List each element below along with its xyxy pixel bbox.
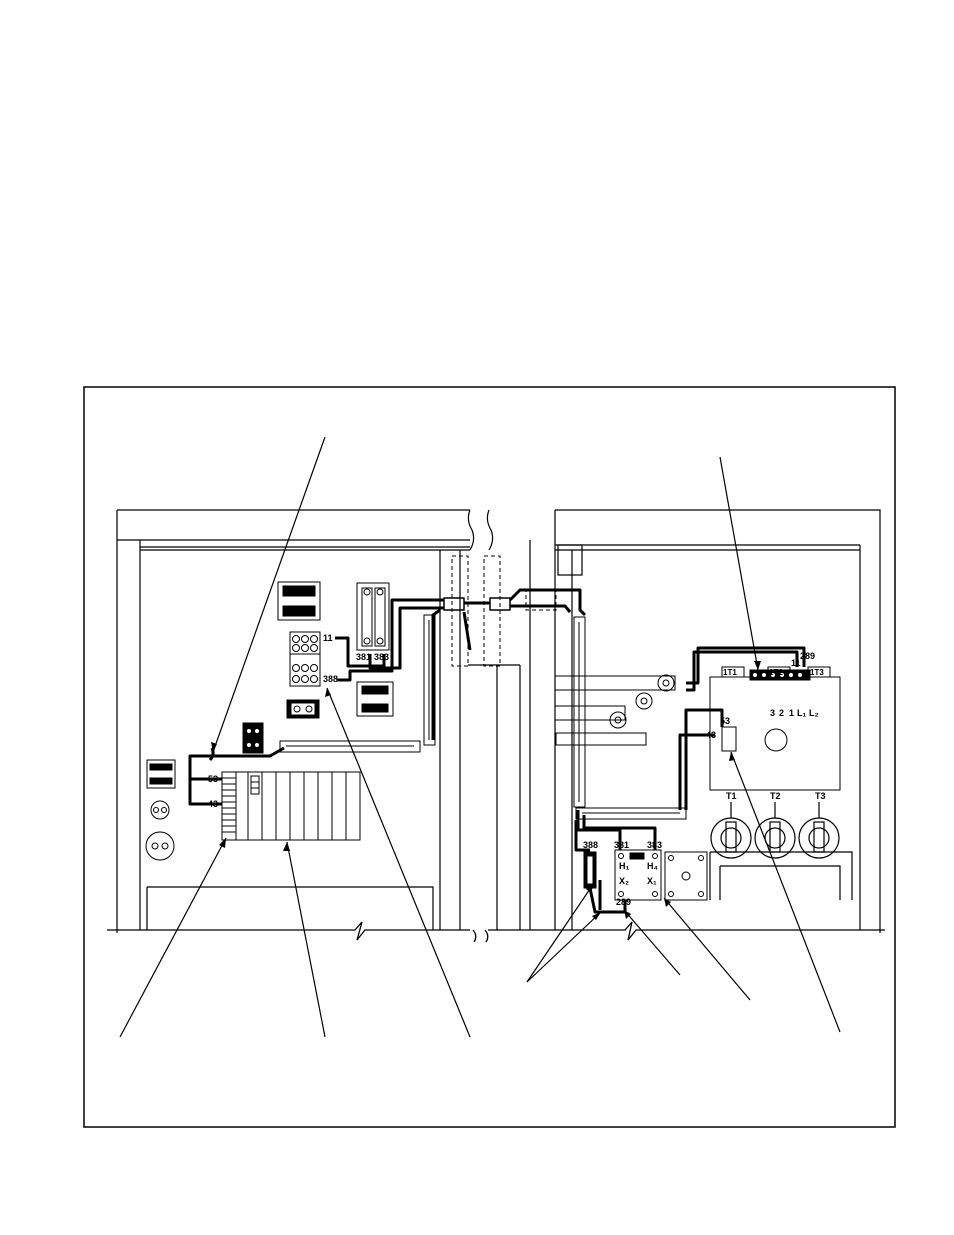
terminal-board-left: [290, 632, 320, 686]
main-transformer: [710, 667, 840, 790]
terminal-row-3: 3: [770, 708, 775, 718]
terminal-label-388-left: 388: [323, 674, 338, 684]
tab-1T3: 1T3: [810, 668, 824, 677]
terminal-row-2: 2: [779, 708, 784, 718]
tab-1T1: 1T1: [723, 668, 737, 677]
terminal-label-289-top: 289: [800, 651, 815, 661]
control-transformer-mid: [357, 682, 393, 716]
coil-X2: X₂: [619, 876, 629, 886]
output-T2: T2: [770, 791, 781, 801]
mounting-rails: [555, 675, 675, 745]
output-T1: T1: [726, 791, 737, 801]
output-lugs: [711, 802, 839, 858]
control-transformer-right: [615, 850, 707, 900]
terminal-row-L1: L₁: [797, 708, 806, 718]
terminal-row-L2: L₂: [809, 708, 819, 718]
tab-1T2: 1T2: [769, 668, 783, 677]
fuse-holder: [287, 700, 319, 718]
output-T3: T3: [815, 791, 826, 801]
coil-H4: H₄: [647, 861, 658, 871]
wire-duct-vertical-right: [574, 617, 585, 807]
callout-leaders: [120, 437, 840, 1037]
left-cabinet: [117, 510, 520, 933]
coil-X1: X₁: [647, 876, 657, 886]
wire-duct-horizontal-right: [576, 808, 686, 819]
terminal-row-1: 1: [789, 708, 794, 718]
fuse-block-right: [584, 852, 596, 888]
control-transformer-top: [278, 582, 320, 620]
coil-H1: H₁: [619, 861, 629, 871]
floor-line: [107, 922, 885, 942]
terminal-label-11-left: 11: [323, 633, 333, 643]
left-side-components: [146, 760, 175, 860]
module-rack: [222, 772, 360, 840]
small-relay: [243, 723, 263, 753]
relay-terminal-383: 383: [374, 652, 389, 662]
dashed-connectors: [452, 556, 556, 666]
right-cabinet: [530, 510, 880, 933]
relay-block: [357, 583, 389, 650]
xfmr-wire-381: 381: [614, 840, 629, 850]
